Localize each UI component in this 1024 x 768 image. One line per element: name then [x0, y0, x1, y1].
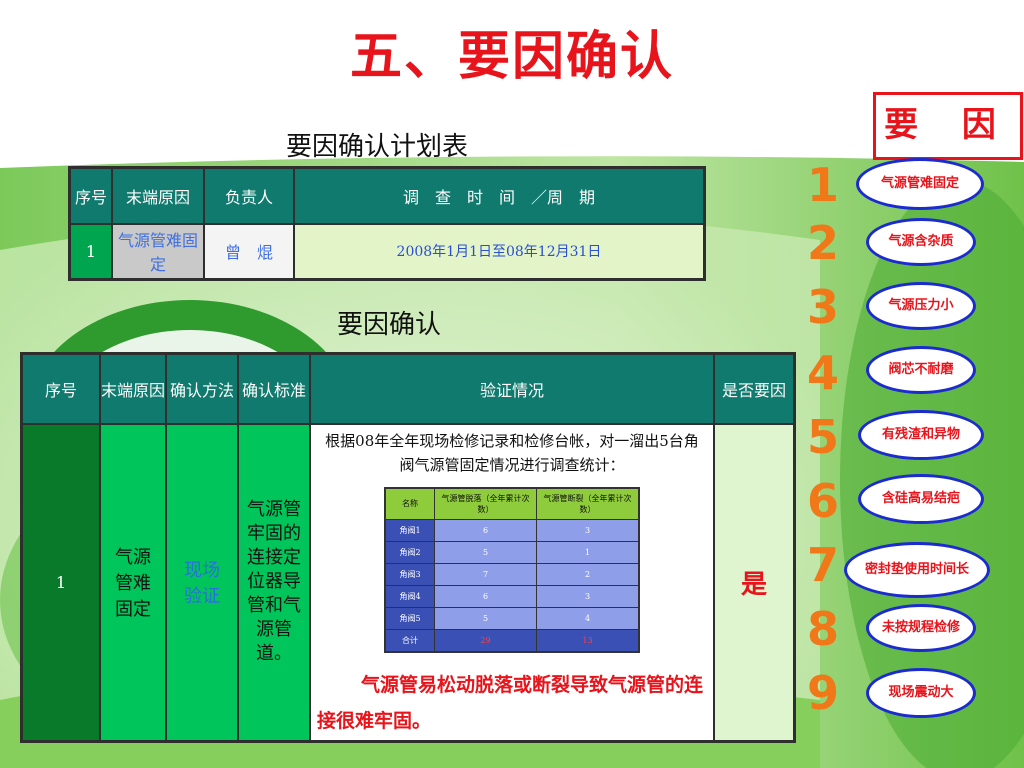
- confirm-cell-verification: 根据08年全年现场检修记录和检修台帐，对一溜出5台角阀气源管固定情况进行调查统计…: [309, 422, 715, 743]
- confirm-header-no: 序号: [20, 352, 101, 425]
- stats-total-name: 合计: [384, 628, 435, 652]
- factor-oval: 阀芯不耐磨: [866, 346, 976, 394]
- stats-row: 角阀2 5 1: [384, 540, 640, 564]
- stats-row-name: 角阀1: [384, 518, 435, 542]
- factor-number: 5: [806, 410, 839, 464]
- confirm-cell-standard: 气源管牢固的连接定位器导管和气源管道。: [237, 422, 311, 743]
- plan-header-cause: 末端原因: [111, 166, 205, 225]
- factor-oval: 气源含杂质: [866, 218, 976, 266]
- stats-row-break: 2: [536, 562, 640, 586]
- stats-table: 名称 气源管脱落（全年累计次数） 气源管断裂（全年累计次数） 角阀1 6 3 角…: [384, 486, 640, 653]
- stats-total-drop: 29: [434, 628, 537, 652]
- factor-number: 7: [806, 538, 839, 592]
- stats-header-break: 气源管断裂（全年累计次数）: [536, 487, 640, 520]
- plan-header-person: 负责人: [203, 166, 295, 225]
- stats-row-break: 1: [536, 540, 640, 564]
- stats-total-break: 13: [536, 628, 640, 652]
- factor-number: 9: [806, 666, 839, 720]
- stats-row-name: 角阀5: [384, 606, 435, 630]
- factor-oval: 气源管难固定: [856, 158, 984, 210]
- confirm-table-title: 要因确认: [337, 310, 442, 340]
- plan-header-no: 序号: [68, 166, 113, 225]
- factors-header: 要 因: [873, 92, 1023, 160]
- plan-cell-no: 1: [68, 222, 113, 281]
- factor-number: 1: [806, 158, 839, 212]
- confirm-cell-cause: 气源管难固定: [99, 422, 167, 743]
- plan-cell-cause: 气源管难固定: [111, 222, 205, 281]
- factor-oval: 密封垫使用时间长: [844, 542, 990, 598]
- plan-cell-person: 曾 焜: [203, 222, 295, 281]
- stats-row-break: 3: [536, 518, 640, 542]
- confirm-header-cause: 末端原因: [99, 352, 167, 425]
- stats-row-name: 角阀4: [384, 584, 435, 608]
- stats-row-drop: 6: [434, 584, 537, 608]
- stats-total-row: 合计 29 13: [384, 628, 640, 652]
- factor-number: 4: [806, 346, 839, 400]
- factor-number: 3: [806, 280, 839, 334]
- factor-number: 8: [806, 602, 839, 656]
- factor-oval: 未按规程检修: [866, 604, 976, 652]
- plan-cell-period: 2008年1月1日至08年12月31日: [293, 222, 706, 281]
- stats-row: 角阀4 6 3: [384, 584, 640, 608]
- plan-header-period: 调 查 时 间 ／周 期: [293, 166, 706, 225]
- confirm-header-method: 确认方法: [165, 352, 239, 425]
- confirm-header-result: 是否要因: [713, 352, 796, 425]
- stats-row-break: 4: [536, 606, 640, 630]
- plan-table: 序号 末端原因 负责人 调 查 时 间 ／周 期 1 气源管难固定 曾 焜 20…: [68, 166, 706, 281]
- factor-oval: 有残渣和异物: [858, 410, 984, 460]
- confirm-table: 序号 末端原因 确认方法 确认标准 验证情况 是否要因 1 气源管难固定 现场验…: [20, 352, 796, 743]
- verification-intro: 根据08年全年现场检修记录和检修台帐，对一溜出5台角阀气源管固定情况进行调查统计…: [325, 431, 699, 474]
- stats-header-drop: 气源管脱落（全年累计次数）: [434, 487, 537, 520]
- stats-row-break: 3: [536, 584, 640, 608]
- stats-header-name: 名称: [384, 487, 435, 520]
- stats-row: 角阀5 5 4: [384, 606, 640, 630]
- stats-row-drop: 5: [434, 540, 537, 564]
- stats-row-name: 角阀2: [384, 540, 435, 564]
- stats-row-drop: 5: [434, 606, 537, 630]
- confirm-header-verification: 验证情况: [309, 352, 715, 425]
- confirm-cell-method: 现场验证: [165, 422, 239, 743]
- factor-oval: 现场震动大: [866, 668, 976, 718]
- confirm-cell-no: 1: [20, 422, 101, 743]
- stats-row: 角阀1 6 3: [384, 518, 640, 542]
- confirm-header-standard: 确认标准: [237, 352, 311, 425]
- factor-number: 2: [806, 216, 839, 270]
- stats-row-drop: 6: [434, 518, 537, 542]
- stats-row-name: 角阀3: [384, 562, 435, 586]
- stats-row-drop: 7: [434, 562, 537, 586]
- confirm-cell-result: 是: [713, 422, 796, 743]
- page-title: 五、要因确认: [349, 26, 674, 87]
- verification-conclusion: 气源管易松动脱落或断裂导致气源管的连接很难牢固。: [317, 673, 704, 732]
- factor-oval: 气源压力小: [866, 282, 976, 330]
- plan-table-title: 要因确认计划表: [286, 132, 469, 162]
- factor-oval: 含硅高易结疤: [858, 474, 984, 524]
- factor-number: 6: [806, 474, 839, 528]
- stats-row: 角阀3 7 2: [384, 562, 640, 586]
